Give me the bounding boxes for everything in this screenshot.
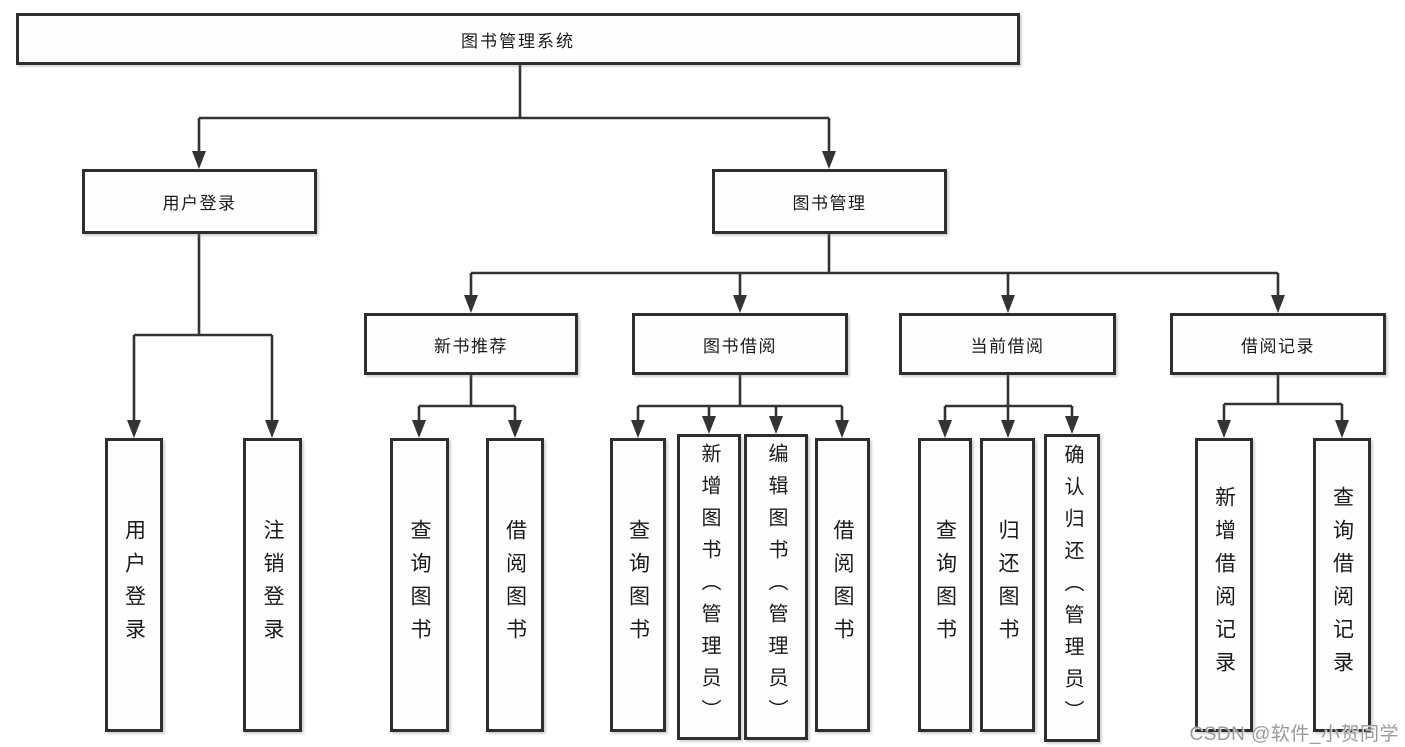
node-label: 查询借阅记录 bbox=[1330, 486, 1354, 684]
node-label: 借阅图书 bbox=[831, 519, 854, 651]
node-borrow-records: 借阅记录 bbox=[1170, 313, 1386, 375]
node-label: 查询图书 bbox=[408, 519, 431, 651]
leaf-add-books-admin: 新增图书（管理员） bbox=[677, 434, 741, 740]
leaf-query-borrow-record: 查询借阅记录 bbox=[1313, 438, 1371, 732]
leaf-return-books: 归还图书 bbox=[980, 438, 1035, 732]
csdn-watermark: CSDN @软件_小贺同学 bbox=[1189, 724, 1399, 745]
node-label: 图书管理 bbox=[792, 194, 867, 213]
leaf-borrow-books: 借阅图书 bbox=[486, 438, 544, 732]
leaf-query-books: 查询图书 bbox=[918, 438, 972, 732]
node-label: 用户登录 bbox=[122, 519, 146, 651]
node-label: 归还图书 bbox=[996, 519, 1019, 651]
node-label: 新增借阅记录 bbox=[1212, 486, 1236, 684]
leaf-confirm-return-admin: 确认归还（管理员） bbox=[1044, 434, 1100, 742]
node-label: 查询图书 bbox=[933, 519, 957, 651]
node-label: 用户登录 bbox=[162, 194, 237, 213]
leaf-query-books: 查询图书 bbox=[390, 438, 449, 732]
leaf-borrow-books: 借阅图书 bbox=[815, 438, 870, 732]
node-book-management: 图书管理 bbox=[712, 169, 947, 234]
node-label: 图书管理系统 bbox=[461, 31, 575, 51]
node-label: 新书推荐 bbox=[434, 336, 508, 356]
node-label: 当前借阅 bbox=[970, 336, 1045, 356]
node-label: 编辑图书（管理员） bbox=[765, 443, 787, 731]
node-current-borrow: 当前借阅 bbox=[899, 313, 1116, 375]
node-book-borrow: 图书借阅 bbox=[632, 313, 848, 375]
leaf-logout: 注销登录 bbox=[243, 438, 302, 732]
node-user-login: 用户登录 bbox=[82, 169, 317, 234]
node-label: 注销登录 bbox=[261, 519, 284, 651]
node-label: 查询图书 bbox=[626, 519, 650, 651]
leaf-edit-books-admin: 编辑图书（管理员） bbox=[744, 434, 808, 740]
node-label: 借阅记录 bbox=[1241, 336, 1315, 356]
node-label: 确认归还（管理员） bbox=[1061, 444, 1083, 732]
node-label: 图书借阅 bbox=[703, 336, 777, 356]
node-new-book-recommend: 新书推荐 bbox=[364, 313, 578, 375]
leaf-query-books: 查询图书 bbox=[610, 438, 666, 732]
leaf-add-borrow-record: 新增借阅记录 bbox=[1195, 438, 1253, 732]
leaf-user-login: 用户登录 bbox=[105, 438, 163, 732]
node-label: 借阅图书 bbox=[503, 519, 527, 651]
node-root-book-management-system: 图书管理系统 bbox=[16, 13, 1020, 65]
node-label: 新增图书（管理员） bbox=[698, 443, 720, 731]
